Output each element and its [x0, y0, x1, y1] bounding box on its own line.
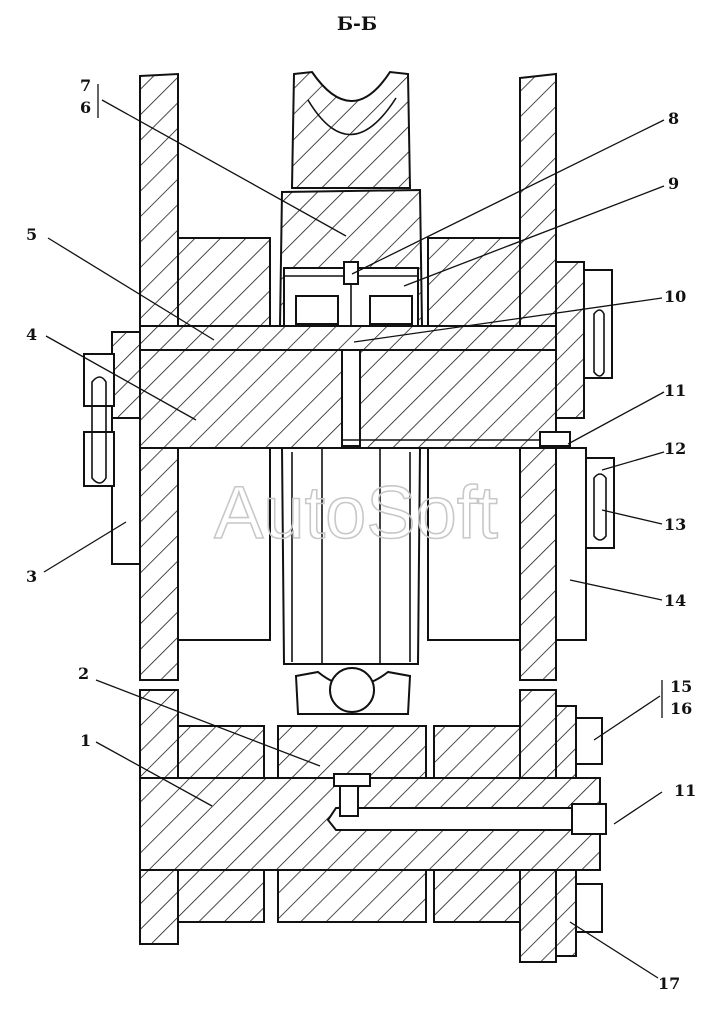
spacer-right-lower — [433, 725, 521, 779]
callout-8: 8 — [668, 109, 679, 128]
leader-9 — [403, 185, 665, 287]
lock-wire-right-top — [593, 309, 605, 377]
lock-plate-left — [111, 417, 141, 565]
callout-10: 10 — [664, 287, 686, 306]
roller-right-upper — [427, 447, 521, 641]
leader-4 — [45, 335, 197, 421]
callout-11-upper: 11 — [664, 381, 686, 400]
bearing-left — [295, 295, 339, 325]
leader-13 — [601, 509, 663, 525]
spacer-mid-lower — [277, 725, 427, 779]
grease-nipple — [343, 261, 359, 285]
callout-14: 14 — [664, 591, 686, 610]
callout-9: 9 — [668, 174, 679, 193]
spacer-left-bottom — [177, 869, 265, 923]
spacer-left-lower — [177, 725, 265, 779]
bearing-right — [369, 295, 413, 325]
leader-11-lower — [613, 791, 663, 825]
plug-upper — [539, 431, 571, 447]
pulley-top — [290, 70, 412, 189]
spacer-right-bottom — [433, 869, 521, 923]
leader-8 — [351, 119, 665, 275]
end-cap-right — [555, 261, 585, 419]
leader-3 — [43, 521, 127, 573]
callout-2: 2 — [78, 664, 89, 683]
callout-12: 12 — [664, 439, 686, 458]
bolt-right-lower — [575, 717, 603, 765]
callout-16: 16 — [670, 699, 692, 718]
leader-5 — [47, 237, 215, 341]
leader-2 — [95, 679, 321, 767]
grease-pipe-lower — [339, 785, 359, 817]
lock-wire-left — [91, 376, 107, 484]
callout-7: 7 — [80, 76, 91, 95]
callout-5: 5 — [26, 225, 37, 244]
leader-11-upper — [567, 391, 665, 445]
callout-3: 3 — [26, 567, 37, 586]
callout-4: 4 — [26, 325, 37, 344]
washer-right-lower — [555, 705, 577, 779]
bolt-head-left-top — [83, 353, 115, 407]
callout-17: 17 — [658, 974, 680, 993]
pulley-lower-half — [280, 447, 422, 665]
leader-14 — [569, 579, 663, 601]
callout-6: 6 — [80, 98, 91, 117]
bolt-head-right-bottom — [585, 457, 615, 549]
bolt-head-right-top — [583, 269, 613, 379]
spacer-left-upper — [177, 237, 271, 327]
leader-12 — [601, 451, 665, 471]
spacer-mid-bottom — [277, 869, 427, 923]
pulley-groove-line — [307, 97, 397, 136]
leader-10 — [353, 297, 663, 343]
watermark-text: AutoSoft — [214, 471, 498, 554]
axle-oil-channel — [341, 349, 361, 447]
leader-1 — [95, 741, 213, 807]
spacer-right-upper — [427, 237, 521, 327]
grease-fitting-lower — [333, 773, 371, 787]
bolt-right-bottom — [575, 883, 603, 933]
leader-7-6 — [101, 99, 347, 237]
section-title: Б-Б — [337, 13, 377, 35]
lock-plate-lower — [555, 869, 577, 957]
lock-wire-right-bottom — [593, 473, 607, 541]
callout-13: 13 — [664, 515, 686, 534]
bushing — [139, 325, 559, 351]
rope-circle — [329, 667, 375, 713]
roller-left-upper — [177, 447, 271, 641]
leader-15-16 — [593, 695, 661, 741]
bolt-head-left-bottom — [83, 431, 115, 487]
plug-lower — [571, 803, 607, 835]
lock-plate-right — [555, 447, 587, 641]
axle-lower-bore — [326, 807, 601, 831]
leader-17 — [569, 921, 659, 979]
callout-1: 1 — [80, 731, 91, 750]
callout-11-lower: 11 — [674, 781, 696, 800]
callout-15: 15 — [670, 677, 692, 696]
